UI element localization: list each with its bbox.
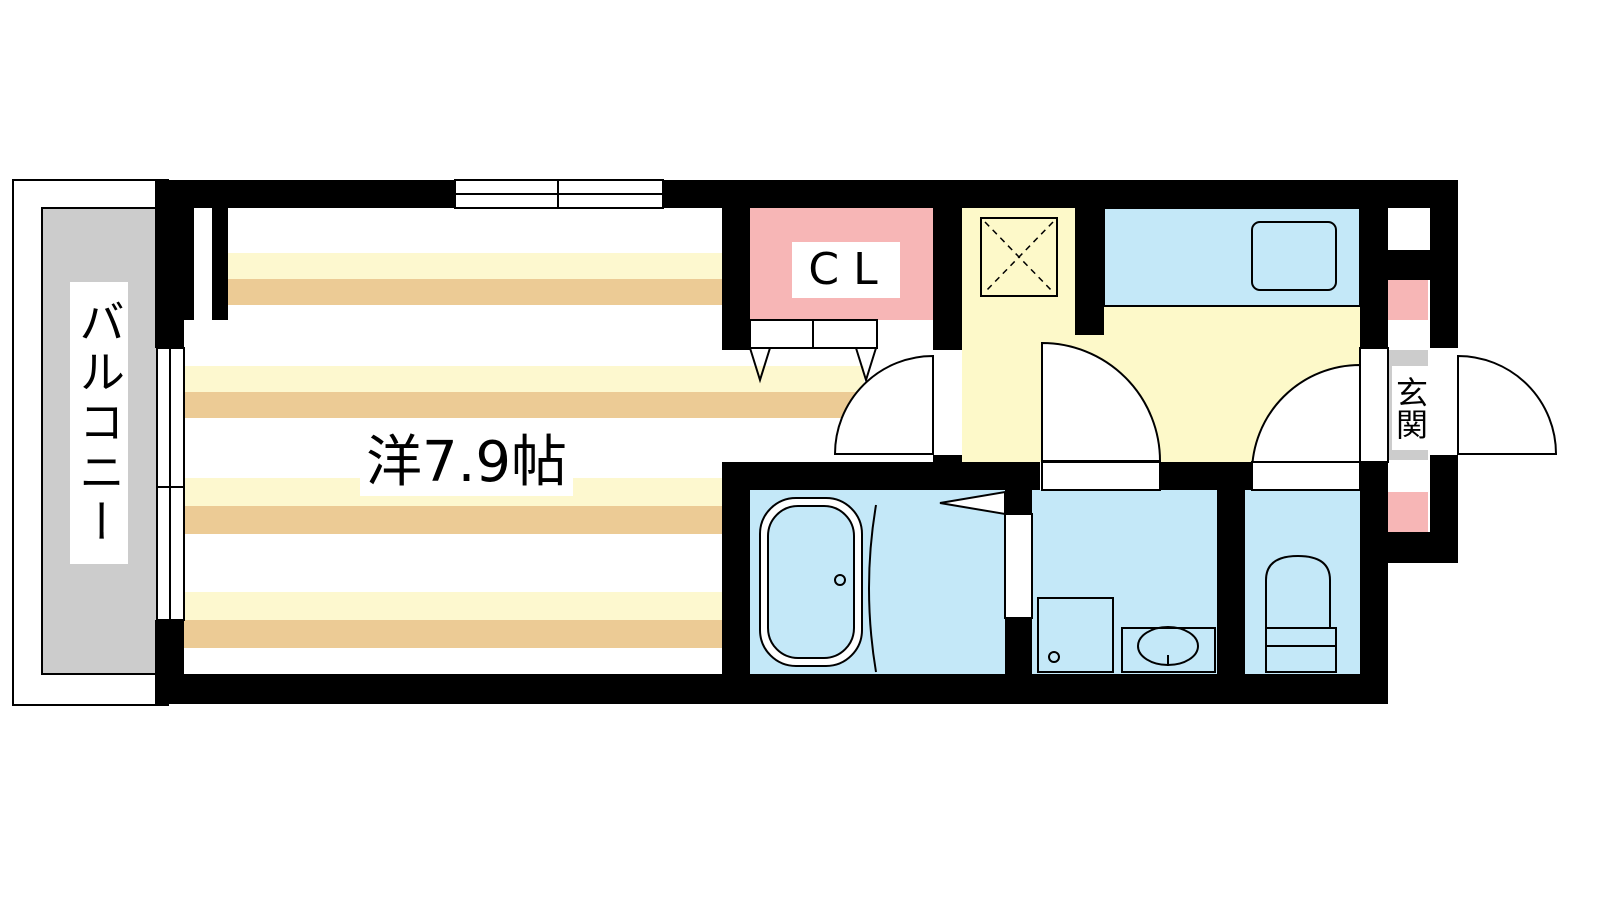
top-window [454,179,664,209]
balcony-door [156,347,185,621]
closet-label: CL [792,242,900,298]
room-label: 洋7.9帖 [360,430,574,496]
balcony-label: バルコニー [70,282,128,564]
entrance-label: 玄関 [1391,366,1429,450]
kitchen-area [962,207,1361,462]
door-swings [833,341,1558,619]
washroom [1032,490,1217,674]
toilet-room [1245,490,1360,674]
walls [155,180,1458,704]
bathroom [750,490,1006,674]
